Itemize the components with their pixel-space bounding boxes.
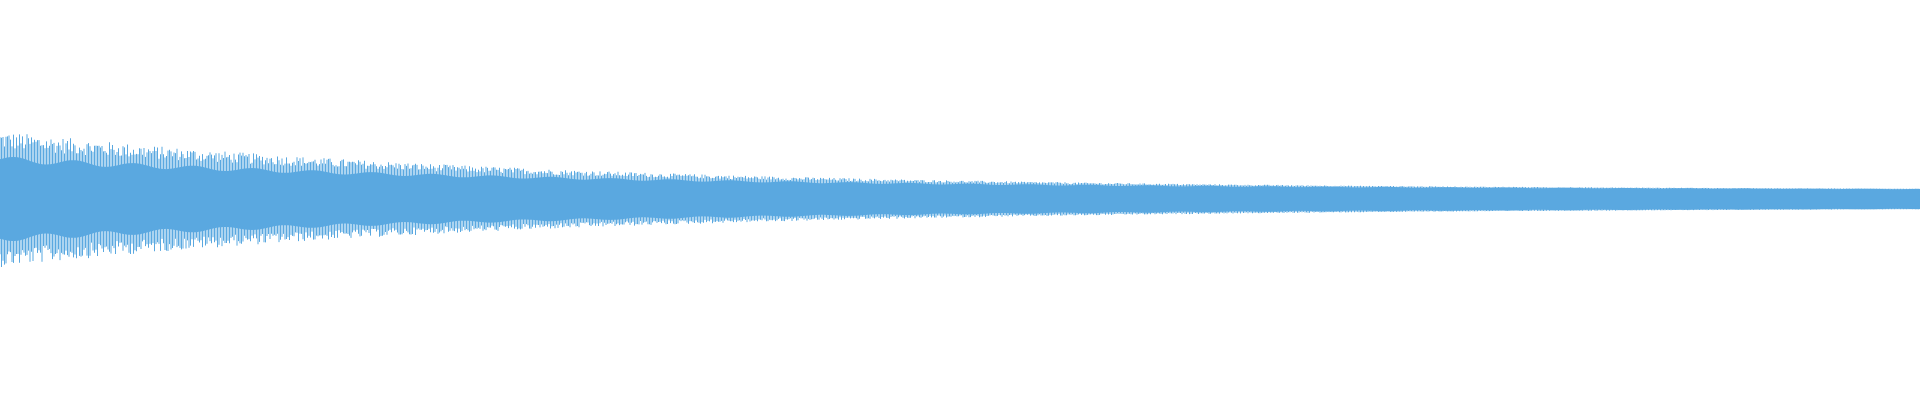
audio-waveform[interactable] bbox=[0, 0, 1920, 400]
waveform-display[interactable] bbox=[0, 0, 1920, 400]
